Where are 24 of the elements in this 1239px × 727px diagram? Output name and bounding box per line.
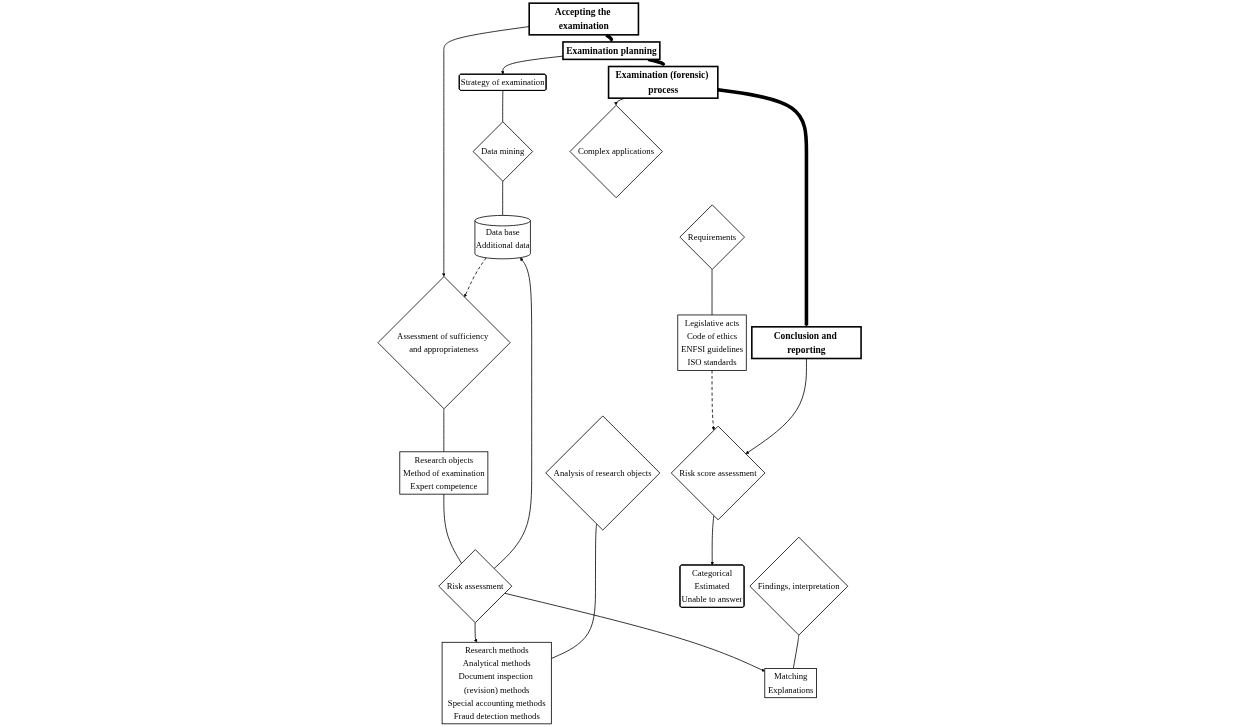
node-box: Examination planning — [562, 41, 661, 61]
node-box: Conclusion and reporting — [751, 326, 862, 360]
connector — [502, 180, 504, 216]
node-diamond: Requirements — [679, 204, 745, 270]
node-diamond: Analysis of research objects — [545, 415, 661, 531]
node-box: Research objects Method of examination Expert competence — [399, 451, 489, 495]
node-diamond: Assessment of sufficiency and appropriateness — [377, 276, 511, 410]
connector — [443, 493, 462, 564]
node-box: Matching Explanations — [764, 668, 817, 699]
node-diamond: Data mining — [472, 121, 534, 182]
node-box: Research methods Analytical methods Document inspection (revision) methods Special accounting methods Fraud detection methods — [441, 641, 552, 725]
node-box: Accepting the examination — [528, 2, 640, 36]
connector — [711, 269, 713, 316]
node-box: Legislative acts Code of ethics ENFSI guidelines ISO standards — [677, 314, 747, 371]
connector — [792, 634, 799, 669]
arrow — [717, 87, 809, 327]
connector — [502, 90, 504, 123]
connector — [550, 523, 597, 659]
node-box: Examination (forensic) process — [607, 65, 719, 99]
connector — [443, 408, 445, 453]
node-diamond: Risk score assessment — [670, 425, 766, 521]
node-diamond: Risk assessment — [438, 549, 513, 624]
node-diamond: Findings, interpretation — [749, 536, 849, 636]
node-diamond: Complex applications — [569, 104, 663, 199]
